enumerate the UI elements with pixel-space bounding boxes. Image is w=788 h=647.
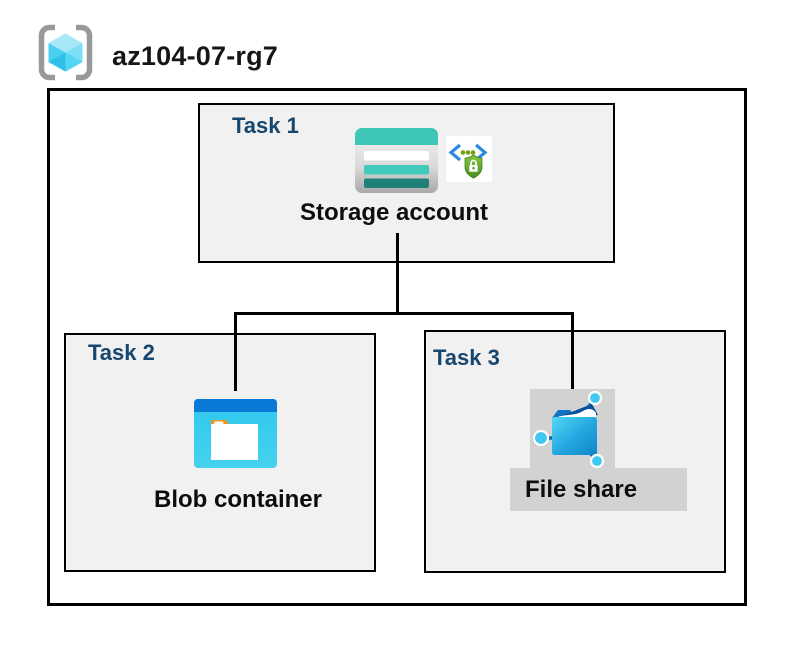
- task1-label: Task 1: [232, 113, 299, 138]
- file-share-label-band: File share: [510, 468, 687, 511]
- file-share-label: File share: [525, 476, 638, 503]
- connector-storage-stem: [396, 233, 399, 315]
- code-shield-lock-icon: [446, 136, 492, 182]
- resource-group-name: az104-07-rg7: [112, 41, 278, 71]
- connector-to-fileshare: [571, 312, 574, 398]
- file-share-icon: [532, 390, 605, 468]
- storage-account-label: Storage account: [299, 199, 489, 226]
- blob-container-icon: [194, 399, 277, 468]
- resource-group-icon: [38, 24, 93, 81]
- connector-to-blob: [234, 312, 237, 391]
- task2-label: Task 2: [88, 340, 155, 365]
- blob-container-label: Blob container: [153, 486, 322, 513]
- connector-branch: [234, 312, 574, 315]
- file-share-selection-highlight: [530, 389, 615, 468]
- task3-label: Task 3: [433, 345, 500, 370]
- storage-account-icon: [355, 128, 438, 193]
